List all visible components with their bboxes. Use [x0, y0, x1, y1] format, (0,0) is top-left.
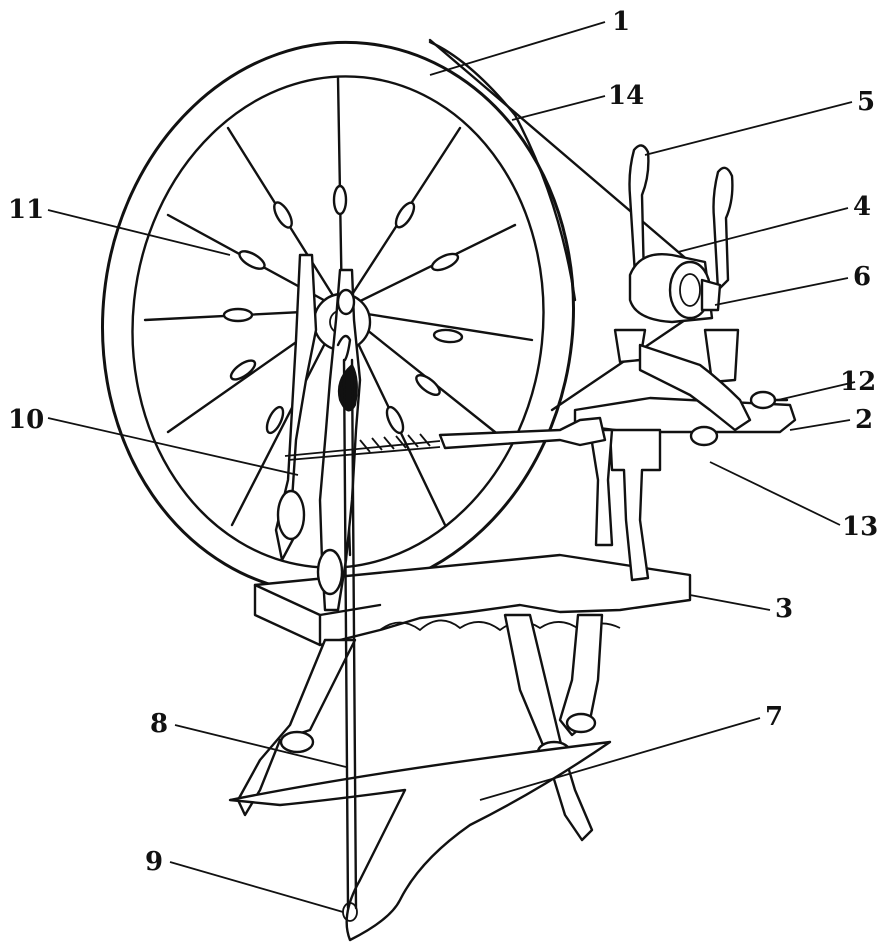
- callout-13: 13: [842, 512, 878, 542]
- table: [253, 553, 692, 647]
- callout-9: 9: [145, 847, 163, 877]
- callout-4: 4: [853, 192, 871, 222]
- callout-11: 11: [8, 195, 44, 225]
- callout-3: 3: [775, 594, 793, 624]
- treadle: [228, 740, 612, 942]
- rear-upright: [274, 253, 318, 562]
- callout-12: 12: [840, 367, 876, 397]
- orifice-rod: [284, 343, 752, 461]
- callout-7: 7: [765, 702, 783, 732]
- callout-10: 10: [8, 405, 44, 435]
- flyer-assembly: [628, 253, 722, 324]
- callout-1: 1: [612, 7, 630, 37]
- callout-8: 8: [150, 709, 168, 739]
- callout-leaders: [47, 21, 856, 913]
- mother-of-all: [573, 390, 797, 582]
- legs: [236, 613, 604, 842]
- callout-2: 2: [855, 405, 873, 435]
- callout-14: 14: [608, 81, 644, 111]
- callout-6: 6: [853, 262, 871, 292]
- callout-5: 5: [857, 87, 875, 117]
- maidens: [613, 144, 740, 384]
- drive-band: [428, 38, 692, 412]
